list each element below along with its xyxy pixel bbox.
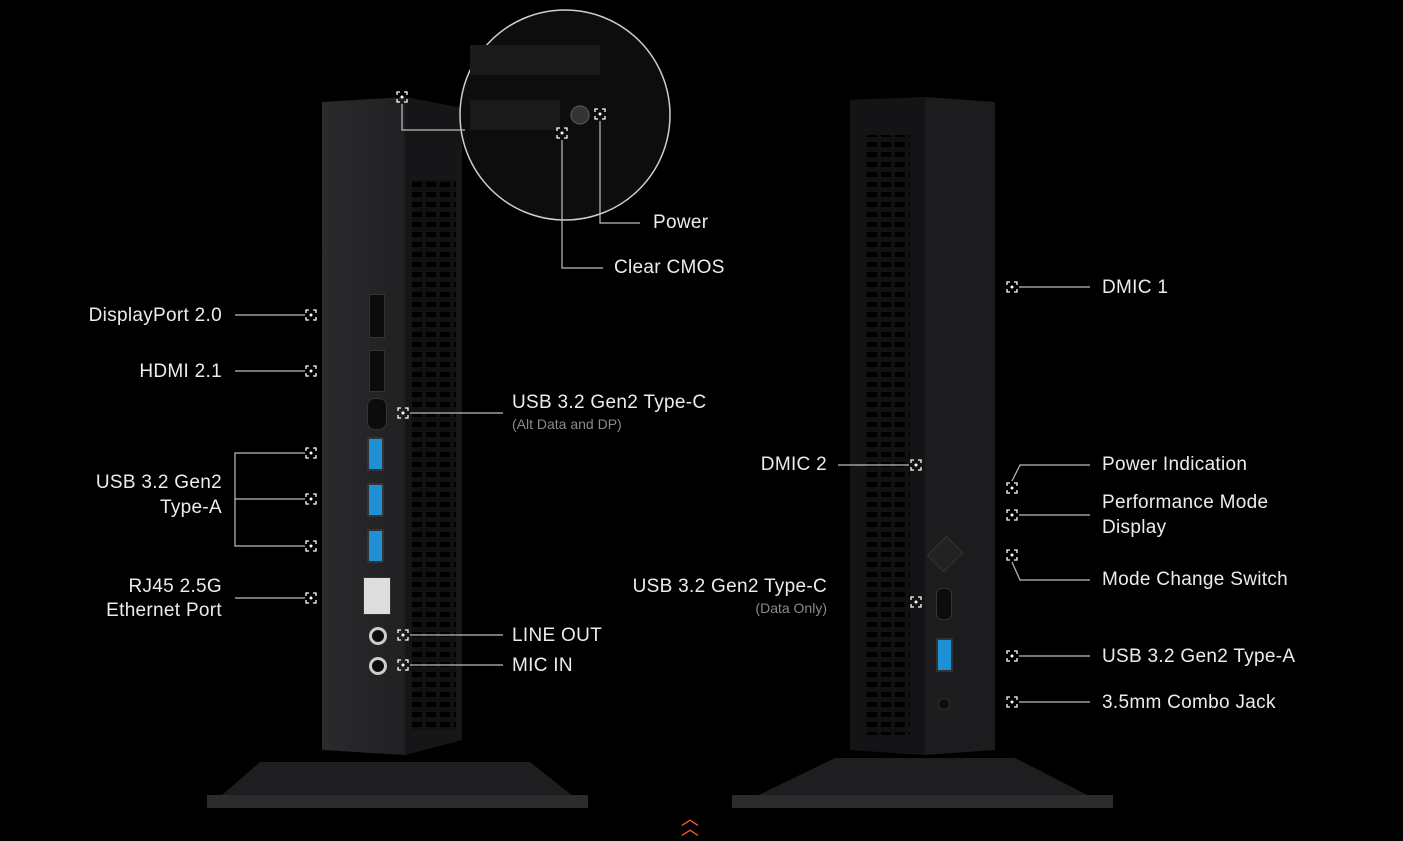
label-line-out: LINE OUT — [512, 625, 603, 646]
usb-a-port — [367, 483, 384, 517]
focus-marker-icon — [556, 127, 568, 139]
focus-marker-icon — [305, 493, 317, 505]
focus-marker-icon — [1006, 696, 1018, 708]
label-usb-c-left-sub: (Alt Data and DP) — [512, 416, 622, 432]
displayport-port — [369, 294, 385, 338]
label-usb-c-left: USB 3.2 Gen2 Type-C — [512, 392, 707, 413]
label-usb-c-right-sub: (Data Only) — [755, 600, 827, 616]
label-dmic2: DMIC 2 — [760, 454, 827, 475]
label-mic-in: MIC IN — [512, 655, 573, 676]
label-dmic1: DMIC 1 — [1102, 277, 1169, 298]
usb-c-port — [936, 588, 952, 620]
focus-marker-icon — [1006, 482, 1018, 494]
label-displayport: DisplayPort 2.0 — [88, 305, 222, 326]
label-performance-line1: Performance Mode — [1102, 492, 1269, 513]
focus-marker-icon — [594, 108, 606, 120]
usb-a-port — [936, 638, 953, 672]
label-combo-jack: 3.5mm Combo Jack — [1102, 692, 1276, 713]
label-usb-c-right: USB 3.2 Gen2 Type-C — [632, 576, 827, 597]
label-hdmi: HDMI 2.1 — [139, 361, 222, 382]
hdmi-port — [369, 350, 385, 392]
focus-marker-icon — [1006, 549, 1018, 561]
label-power-indication: Power Indication — [1102, 454, 1248, 475]
label-usb-a-right: USB 3.2 Gen2 Type-A — [1102, 646, 1296, 667]
left-mini-pc-image — [207, 97, 588, 808]
focus-marker-icon — [397, 407, 409, 419]
line-out-jack — [369, 627, 387, 645]
usb-a-port — [367, 529, 384, 563]
label-power: Power — [653, 212, 709, 233]
usb-a-port — [367, 437, 384, 471]
focus-marker-icon — [1006, 650, 1018, 662]
focus-marker-icon — [1006, 509, 1018, 521]
focus-marker-icon — [305, 592, 317, 604]
label-rj45-line2: Ethernet Port — [106, 600, 222, 621]
focus-marker-icon — [305, 365, 317, 377]
mic-in-jack — [369, 657, 387, 675]
focus-marker-icon — [396, 91, 408, 103]
rj45-port — [363, 577, 391, 615]
double-chevron-up-icon[interactable]: ︿︿ — [681, 809, 699, 839]
label-usb-a-line1: USB 3.2 Gen2 — [95, 472, 222, 493]
label-usb-a-line2: Type-A — [160, 497, 222, 518]
label-rj45-line1: RJ45 2.5G — [128, 576, 222, 597]
label-mode-switch: Mode Change Switch — [1102, 569, 1289, 590]
right-mini-pc-image — [732, 97, 1113, 808]
label-performance-line2: Display — [1102, 517, 1167, 538]
focus-marker-icon — [397, 629, 409, 641]
focus-marker-icon — [397, 659, 409, 671]
focus-marker-icon — [305, 540, 317, 552]
combo-jack — [938, 698, 950, 710]
focus-marker-icon — [305, 447, 317, 459]
usb-c-port — [367, 398, 387, 430]
focus-marker-icon — [305, 309, 317, 321]
focus-marker-icon — [910, 596, 922, 608]
label-clear-cmos: Clear CMOS — [614, 257, 725, 278]
focus-marker-icon — [1006, 281, 1018, 293]
focus-marker-icon — [910, 459, 922, 471]
